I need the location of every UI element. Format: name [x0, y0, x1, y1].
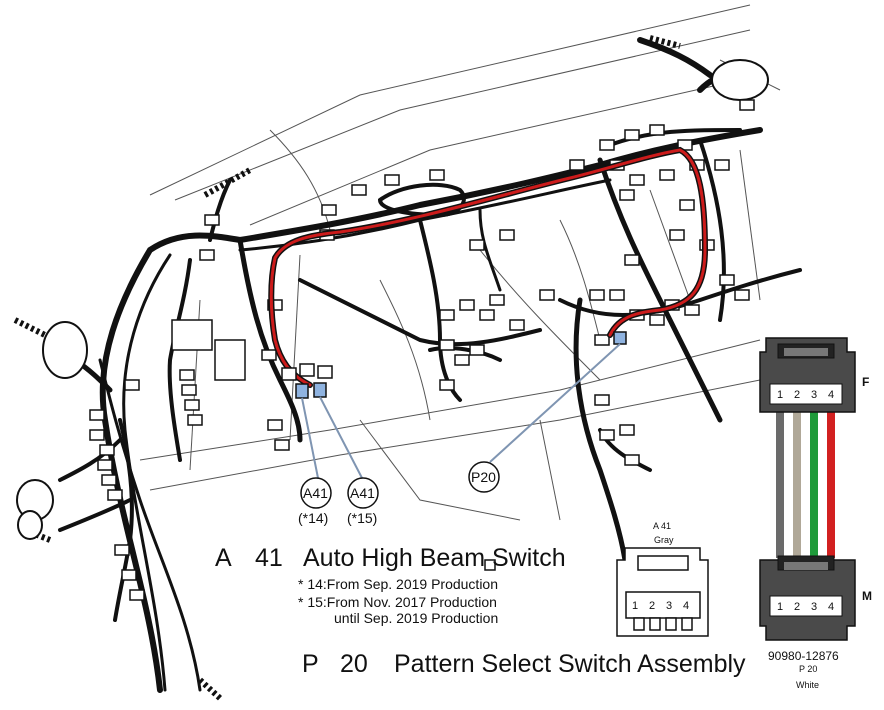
- a41-left-callout-note: (*14): [298, 510, 329, 526]
- p20-m-pin-1: 1: [777, 601, 784, 613]
- p20-f-pin-4: 4: [828, 389, 835, 401]
- a41-pin-3: 3: [666, 600, 673, 612]
- a41-right-callout-circle: [347, 477, 379, 509]
- a41-connector-right: [313, 382, 327, 398]
- legend-note-15-line1: * 15:From Nov. 2017 Production: [298, 594, 497, 610]
- a41-left-callout-circle: [300, 477, 332, 509]
- legend-a41-number: 41: [255, 544, 283, 572]
- p20-part-number: 90980-12876: [768, 649, 839, 663]
- callout-circles: [300, 461, 500, 509]
- p20-f-pin-1: 1: [777, 389, 784, 401]
- grommets: [16, 59, 769, 540]
- p20-side-m: M: [862, 589, 872, 603]
- p20-connector-id: P 20: [799, 664, 818, 674]
- p20-m-pin-4: 4: [828, 601, 835, 613]
- legend-p20-number: 20: [340, 650, 368, 678]
- p20-side-f: F: [862, 375, 870, 389]
- a41-connector-color: Gray: [654, 535, 674, 545]
- leader-lines: [301, 343, 621, 479]
- p20-connector: [613, 331, 627, 345]
- a41-right-callout-code: A41: [350, 485, 375, 501]
- a41-connector-face: [616, 547, 709, 637]
- a41-left-callout-code: A41: [303, 485, 328, 501]
- legend-note-15-line2: until Sep. 2019 Production: [334, 610, 499, 626]
- harness-bundles: [58, 37, 802, 693]
- a41-pin-2: 2: [649, 600, 656, 612]
- dashboard-outline: [139, 4, 781, 521]
- p20-connector-color: White: [796, 680, 820, 690]
- legend-a41-letter: A: [215, 544, 232, 572]
- p20-f-pin-2: 2: [794, 389, 801, 401]
- a41-right-callout-note: (*15): [347, 510, 378, 526]
- a41-pin-4: 4: [683, 600, 690, 612]
- legend-p20-name: Pattern Select Switch Assembly: [394, 650, 746, 678]
- legend-note-14: * 14:From Sep. 2019 Production: [298, 576, 499, 592]
- p20-callout-code: P20: [471, 469, 496, 485]
- p20-callout-circle: [468, 461, 500, 493]
- p20-f-pin-3: 3: [811, 389, 818, 401]
- p20-connector-pair: [759, 337, 856, 641]
- highlighted-wire: [268, 146, 709, 388]
- a41-connector-left: [295, 383, 309, 399]
- p20-m-pin-2: 2: [794, 601, 801, 613]
- a41-connector-id: A 41: [653, 521, 672, 531]
- legend-p20-letter: P: [302, 650, 319, 678]
- a41-pin-1: 1: [632, 600, 639, 612]
- p20-m-pin-3: 3: [811, 601, 818, 613]
- legend-a41-name: Auto High Beam Switch: [303, 544, 566, 572]
